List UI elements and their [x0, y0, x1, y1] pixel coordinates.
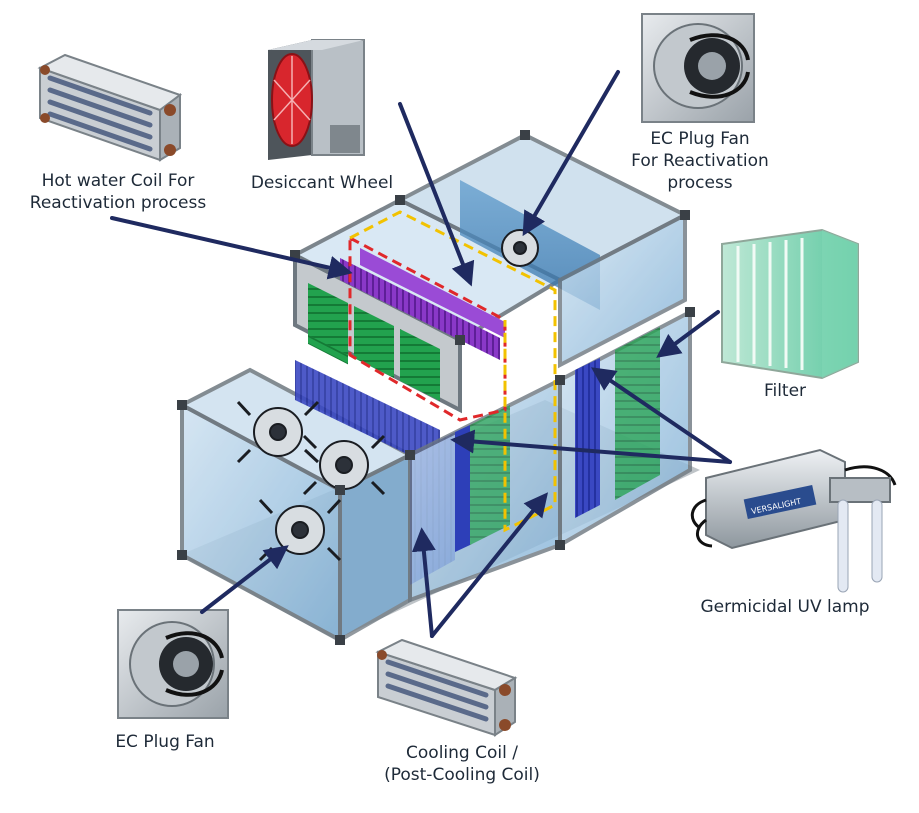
pointer-hot-water-coil [110, 216, 353, 280]
pointer-filter [656, 310, 720, 358]
label-desiccant-wheel: Desiccant Wheel [232, 172, 412, 194]
label-line: Germicidal UV lamp [700, 597, 870, 617]
label-line: EC Plug Fan [115, 732, 215, 752]
label-line: Filter [763, 381, 807, 401]
cooling-coil-icon [375, 638, 518, 737]
label-ec-plug-fan: EC Plug Fan [95, 731, 235, 753]
label-cooling-coil: Cooling Coil / (Post-Cooling Coil) [362, 742, 562, 786]
label-line: (Post-Cooling Coil) [384, 765, 540, 785]
uv-lamp-icon: VERSALIGHT [690, 448, 897, 593]
pointer-cooling-coil-1 [411, 527, 436, 638]
label-line: Reactivation process [29, 193, 207, 213]
pointer-desiccant-wheel [398, 102, 475, 287]
label-line: process [667, 173, 733, 193]
pointer-ec-plug-fan [200, 545, 289, 614]
hot-water-coil-icon [37, 53, 183, 162]
label-filter: Filter [750, 380, 820, 402]
label-ec-plug-fan-reactivation: EC Plug Fan For Reactivation process [615, 128, 785, 194]
pointer-uv-lamp-1 [591, 367, 732, 464]
label-line: Desiccant Wheel [250, 173, 394, 193]
label-hot-water-coil: Hot water Coil For Reactivation process [18, 170, 218, 214]
ec-plug-fan-icon [641, 13, 755, 123]
desiccant-wheel-icon [268, 39, 365, 160]
label-line: For Reactivation [631, 151, 769, 171]
label-line: Cooling Coil / [406, 743, 518, 763]
pointer-ec-plug-fan-reactivation [522, 70, 620, 237]
label-germicidal-uv-lamp: Germicidal UV lamp [680, 596, 890, 618]
pointer-lines [110, 70, 732, 638]
filter-icon [721, 228, 859, 380]
pointer-cooling-coil-2 [430, 492, 549, 638]
label-line: Hot water Coil For [41, 171, 195, 191]
pointer-uv-lamp-2 [450, 429, 732, 464]
ec-plug-fan-icon [117, 609, 229, 719]
label-line: EC Plug Fan [650, 129, 750, 149]
